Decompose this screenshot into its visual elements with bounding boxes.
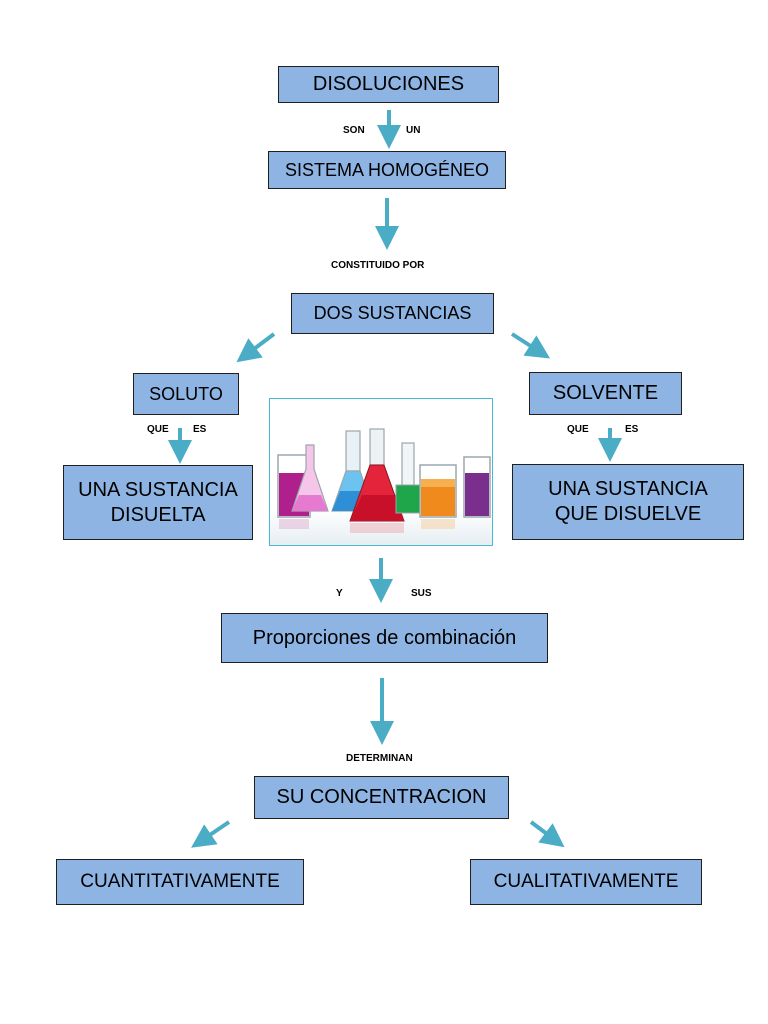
arrow-concentracion-cuantitativamente — [191, 820, 231, 848]
node-proporciones: Proporciones de combinación — [221, 613, 548, 663]
laboratory-flasks-photo — [269, 398, 493, 546]
node-sustancia-disuelta: UNA SUSTANCIA DISUELTA — [63, 465, 253, 540]
label-un: UN — [406, 125, 421, 136]
node-dos-sustancias: DOS SUSTANCIAS — [291, 293, 494, 334]
label-determinan: DETERMINAN — [346, 753, 413, 764]
label-sus: SUS — [411, 588, 432, 599]
node-sustancia-disuelve: UNA SUSTANCIA QUE DISUELVE — [512, 464, 744, 540]
arrow-dos-soluto — [236, 332, 276, 363]
node-cualitativamente-text: CUALITATIVAMENTE — [493, 871, 679, 893]
node-concentracion-text: SU CONCENTRACION — [276, 786, 487, 808]
node-dos-sustancias-text: DOS SUSTANCIAS — [313, 303, 472, 324]
label-y: Y — [336, 588, 343, 599]
node-disoluciones-text: DISOLUCIONES — [312, 73, 465, 95]
node-cuantitativamente-text: CUANTITATIVAMENTE — [80, 871, 280, 893]
node-solvente-text: SOLVENTE — [552, 382, 659, 404]
node-cualitativamente: CUALITATIVAMENTE — [470, 859, 702, 905]
label-son: SON — [343, 125, 365, 136]
node-solvente: SOLVENTE — [529, 372, 682, 415]
node-sistema-text: SISTEMA HOMOGÉNEO — [284, 159, 490, 180]
flasks-illustration — [270, 399, 492, 545]
label-es-left: ES — [193, 424, 207, 435]
node-sistema-homogeneo: SISTEMA HOMOGÉNEO — [268, 151, 506, 189]
node-soluto: SOLUTO — [133, 373, 239, 415]
arrow-dos-solvente — [510, 332, 551, 359]
node-concentracion: SU CONCENTRACION — [254, 776, 509, 819]
node-soluto-text: SOLUTO — [149, 383, 223, 404]
node-proporciones-text: Proporciones de combinación — [252, 626, 517, 649]
node-disoluciones: DISOLUCIONES — [278, 66, 499, 103]
label-es-right: ES — [625, 424, 639, 435]
label-que-left: QUE — [147, 424, 169, 435]
label-constituido-por: CONSTITUIDO POR — [331, 260, 425, 271]
arrow-concentracion-cualitativamente — [529, 820, 565, 848]
node-cuantitativamente: CUANTITATIVAMENTE — [56, 859, 304, 905]
node-sustancia-disuelta-text: UNA SUSTANCIA DISUELTA — [78, 478, 238, 526]
node-sustancia-disuelve-text: UNA SUSTANCIA QUE DISUELVE — [548, 478, 708, 525]
label-que-right: QUE — [567, 424, 589, 435]
